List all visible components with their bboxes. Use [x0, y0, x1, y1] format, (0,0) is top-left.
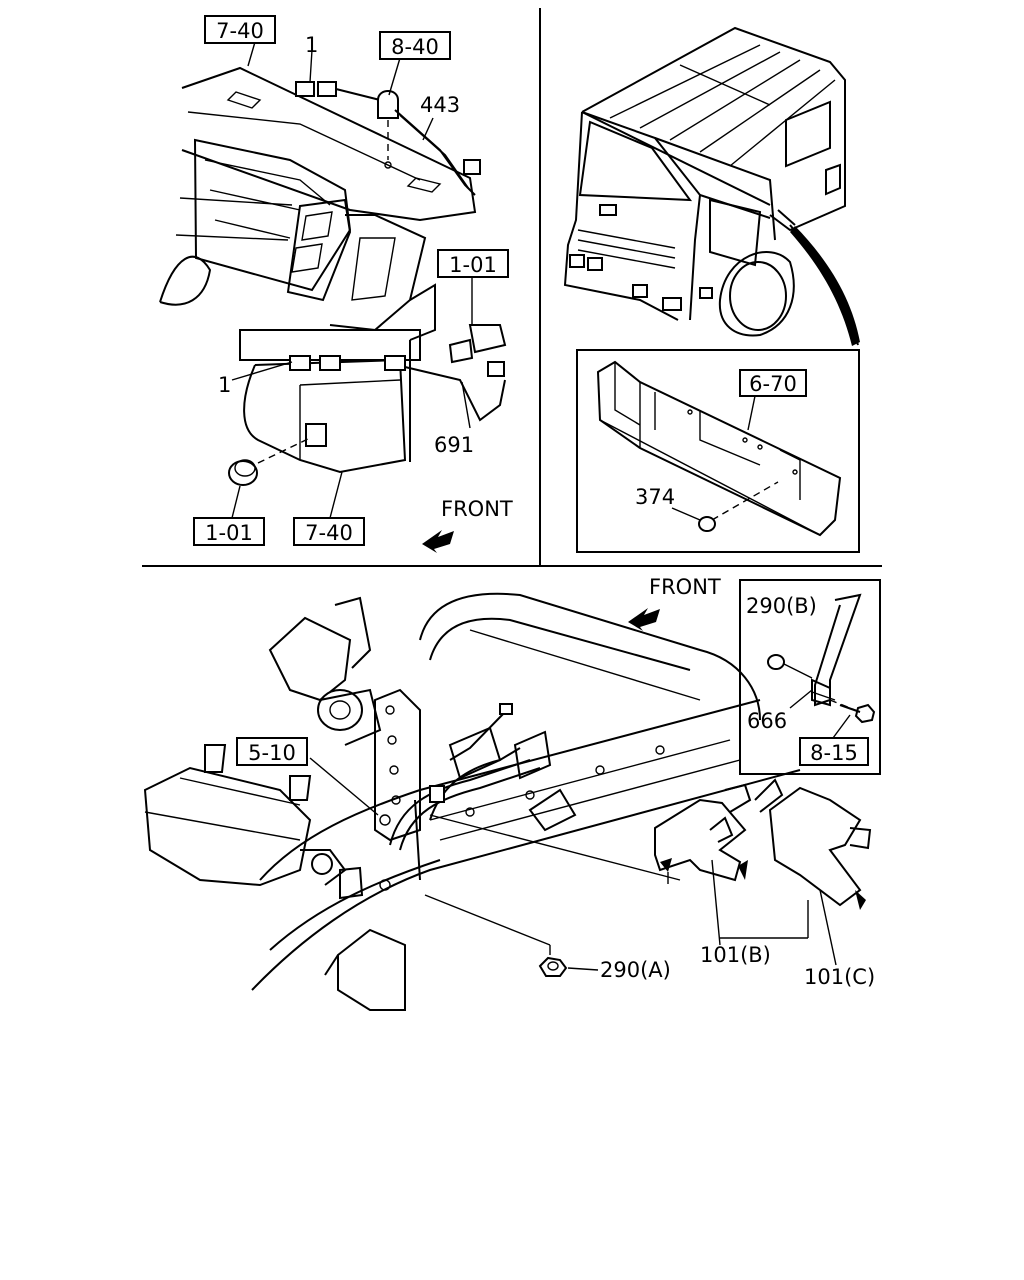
- svg-text:1-01: 1-01: [449, 253, 497, 277]
- ref-box-1-01-right: 1-01: [437, 249, 509, 278]
- part-label-290b: 290(B): [746, 594, 817, 618]
- ref-box-7-40-bottom: 7-40: [293, 517, 365, 546]
- part-label-1-top: 1: [305, 33, 318, 57]
- svg-text:7-40: 7-40: [305, 521, 353, 545]
- ref-box-7-40-top: 7-40: [204, 15, 276, 44]
- front-label-top: FRONT: [441, 497, 513, 521]
- ref-box-8-40: 8-40: [379, 31, 451, 60]
- ref-box-6-70: 6-70: [739, 369, 807, 397]
- part-label-1-left: 1: [218, 373, 231, 397]
- svg-text:6-70: 6-70: [749, 372, 797, 396]
- front-label-bottom: FRONT: [649, 575, 721, 599]
- part-label-691: 691: [434, 433, 474, 457]
- frame-harness-drawing: [143, 592, 872, 1011]
- ref-box-1-01-bottom: 1-01: [193, 517, 265, 546]
- part-label-666: 666: [747, 709, 787, 733]
- front-arrow-bottom-icon: [628, 608, 660, 631]
- frame-inset-box: [576, 349, 860, 553]
- truck-cab-drawing: [563, 26, 860, 346]
- svg-text:1-01: 1-01: [205, 521, 253, 545]
- svg-text:8-40: 8-40: [391, 35, 439, 59]
- part-label-101c: 101(C): [804, 965, 875, 989]
- detail-inset-box: [739, 579, 881, 775]
- svg-text:5-10: 5-10: [248, 741, 296, 765]
- part-label-101b: 101(B): [700, 943, 771, 967]
- part-label-290a: 290(A): [600, 958, 671, 982]
- part-label-374: 374: [635, 485, 675, 509]
- dashboard-assembly-drawing: [159, 41, 507, 519]
- front-arrow-top-icon: [422, 530, 454, 553]
- svg-text:8-15: 8-15: [810, 741, 858, 765]
- ref-box-8-15: 8-15: [799, 737, 869, 766]
- ref-box-5-10: 5-10: [236, 737, 308, 766]
- panel-dividers: [142, 8, 882, 567]
- svg-text:7-40: 7-40: [216, 19, 264, 43]
- part-label-443: 443: [420, 93, 460, 117]
